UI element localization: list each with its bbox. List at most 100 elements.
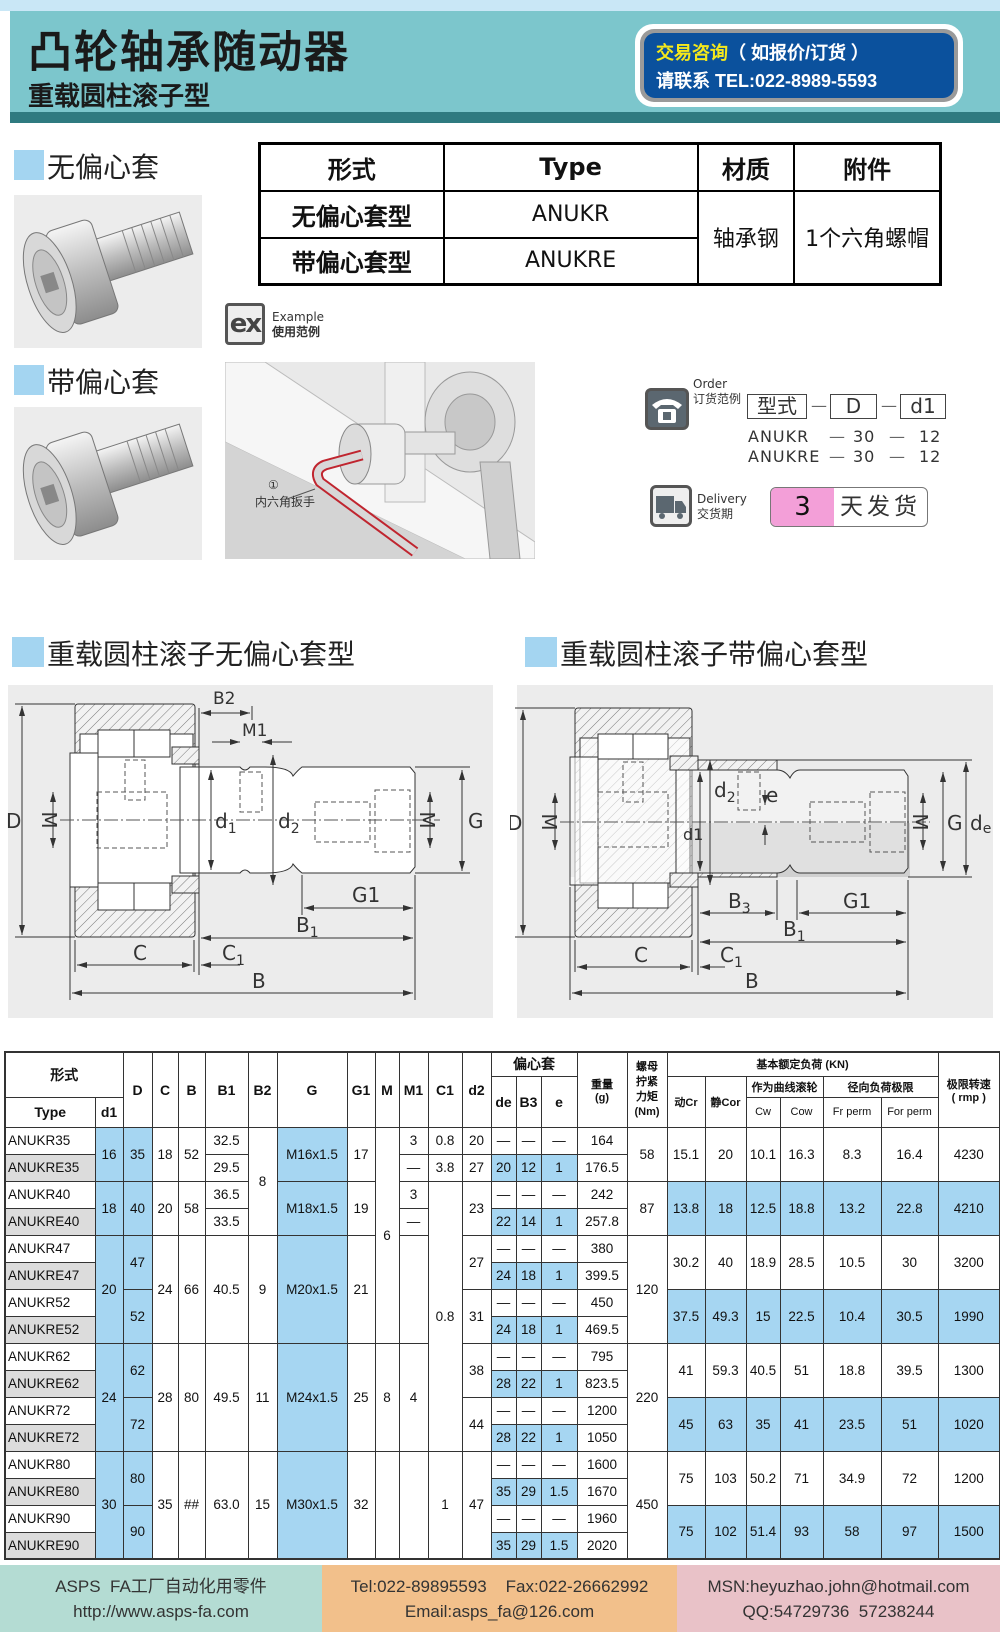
dim-B2: B2 bbox=[213, 689, 235, 709]
cell-weight: 1670 bbox=[576, 1477, 628, 1506]
cell-rpm: 1990 bbox=[937, 1288, 1000, 1344]
form-with-sleeve: 带偏心套型 bbox=[258, 236, 445, 286]
footer-company: ASPS FA工厂自动化用零件 bbox=[55, 1576, 267, 1596]
cell-cr: 30.2 bbox=[666, 1234, 706, 1290]
cell-for: 39.5 bbox=[880, 1342, 939, 1398]
dim-C: C bbox=[133, 941, 147, 965]
col-torque: 螺母拧紧力矩(Nm) bbox=[626, 1051, 668, 1128]
cell-rpm: 4230 bbox=[937, 1126, 1000, 1182]
dim-M-right: M bbox=[908, 813, 932, 830]
cell-rpm: 1300 bbox=[937, 1342, 1000, 1398]
cell-b: 58 bbox=[177, 1180, 206, 1236]
order-field-d1: d1 bbox=[900, 394, 946, 419]
dim-G: G bbox=[947, 811, 963, 835]
cell-b2: 9 bbox=[247, 1234, 278, 1344]
cell-rpm: 1200 bbox=[937, 1450, 1000, 1506]
cell-g1: 21 bbox=[346, 1234, 376, 1344]
callout-label: 内六角扳手 bbox=[255, 495, 316, 509]
cell-cor: 59.3 bbox=[704, 1342, 747, 1398]
cell-e: 1 bbox=[540, 1423, 578, 1452]
cell-rpm: 3200 bbox=[937, 1234, 1000, 1290]
order-field-D: D bbox=[830, 394, 877, 419]
cell-type: ANUKRE52 bbox=[4, 1315, 96, 1344]
footer-website[interactable]: http://www.asps-fa.com bbox=[73, 1601, 249, 1621]
order-example-D: 30 bbox=[853, 427, 876, 446]
cell-type: ANUKRE40 bbox=[4, 1207, 96, 1236]
cell-de: — bbox=[490, 1396, 517, 1425]
col-speed: 极限转速( rmp ) bbox=[937, 1051, 1000, 1128]
dash: — bbox=[811, 396, 827, 415]
cell-cr: 37.5 bbox=[666, 1288, 706, 1344]
drawing-no-sleeve: D M d1 d2 M G B2 M1 G1 B1 C C1 B bbox=[6, 685, 493, 1018]
cell-d2: 31 bbox=[461, 1288, 492, 1344]
cell-d2: 27 bbox=[461, 1153, 492, 1182]
cell-cw: 40.5 bbox=[745, 1342, 781, 1398]
cell-c: 20 bbox=[151, 1180, 179, 1236]
page-title: 凸轮轴承随动器 bbox=[28, 27, 350, 78]
cell-cw: 12.5 bbox=[745, 1180, 781, 1236]
svg-text:de: de bbox=[970, 811, 991, 837]
col-curve: 作为曲线滚轮 bbox=[745, 1075, 824, 1098]
cell-type: ANUKR62 bbox=[4, 1342, 96, 1371]
svg-text:d1: d1 bbox=[215, 809, 237, 837]
col-B1: B1 bbox=[204, 1051, 249, 1128]
cell-d: 72 bbox=[122, 1396, 153, 1452]
footer-email[interactable]: Email:asps_fa@126.com bbox=[404, 1601, 595, 1621]
cell-c: 18 bbox=[151, 1126, 179, 1182]
cell-weight: 1960 bbox=[576, 1504, 628, 1533]
cell-g: M24x1.5 bbox=[276, 1342, 348, 1452]
cell-g1: 19 bbox=[346, 1180, 376, 1236]
footer-qq: QQ:54729736 57238244 bbox=[742, 1601, 935, 1621]
torque-label-3: 力矩 bbox=[636, 1090, 659, 1103]
delivery-days: 3 bbox=[771, 488, 834, 526]
cell-b3: 22 bbox=[515, 1423, 542, 1452]
cell-cr: 75 bbox=[666, 1450, 706, 1506]
order-example-type: ANUKR bbox=[748, 427, 810, 446]
cell-b3: 29 bbox=[515, 1477, 542, 1506]
contact-box: 交易咨询（ 如报价/订货 ） 请联系 TEL:022-8989-5593 bbox=[635, 24, 963, 107]
cell-type: ANUKR35 bbox=[4, 1126, 96, 1155]
dim-M: M bbox=[37, 811, 61, 828]
weight-unit: (g) bbox=[594, 1091, 610, 1104]
svg-text:d2: d2 bbox=[278, 809, 300, 837]
cell-g: M16x1.5 bbox=[276, 1126, 348, 1182]
col-M: M bbox=[374, 1051, 400, 1128]
cell-cr: 15.1 bbox=[666, 1126, 706, 1182]
weight-label: 重量 bbox=[591, 1078, 614, 1091]
cell-m1: — bbox=[398, 1207, 429, 1236]
dash: — bbox=[829, 447, 846, 466]
cell-cow: 18.8 bbox=[779, 1180, 824, 1236]
col-M1: M1 bbox=[398, 1051, 429, 1128]
cell-cow: 16.3 bbox=[779, 1126, 824, 1182]
cell-for: 30.5 bbox=[880, 1288, 939, 1344]
cell-type: ANUKRE80 bbox=[4, 1477, 96, 1506]
cell-b3: — bbox=[515, 1450, 542, 1479]
delivery-label-en: Delivery bbox=[697, 492, 747, 506]
col-B3: B3 bbox=[515, 1075, 542, 1128]
delivery-text: 天发货 bbox=[840, 494, 921, 520]
cell-d2: 23 bbox=[461, 1180, 492, 1236]
cell-d2: 47 bbox=[461, 1450, 492, 1560]
col-cow: Cow bbox=[779, 1096, 824, 1128]
delivery-badge: 3 天发货 bbox=[770, 487, 928, 527]
dim-B1: B bbox=[296, 913, 310, 937]
cell-weight: 164 bbox=[576, 1126, 628, 1155]
section-heading-no-sleeve: 重载圆柱滚子无偏心套型 bbox=[47, 638, 356, 671]
order-example-d1: 12 bbox=[919, 447, 942, 466]
cell-g: M20x1.5 bbox=[276, 1234, 348, 1344]
cell-type: ANUKR52 bbox=[4, 1288, 96, 1317]
page-subtitle: 重载圆柱滚子型 bbox=[28, 82, 211, 112]
cell-b1: 29.5 bbox=[204, 1153, 249, 1182]
cell-torque: 120 bbox=[626, 1234, 668, 1344]
cell-type: ANUKR72 bbox=[4, 1396, 96, 1425]
cell-e: — bbox=[540, 1180, 578, 1209]
order-example-type: ANUKRE bbox=[748, 447, 821, 466]
cell-weight: 823.5 bbox=[576, 1369, 628, 1398]
cell-m1: — bbox=[398, 1153, 429, 1182]
specification-table: 形式 D C B B1 B2 G G1 M M1 C1 d2 偏心套 重量(g)… bbox=[4, 1051, 1000, 1560]
